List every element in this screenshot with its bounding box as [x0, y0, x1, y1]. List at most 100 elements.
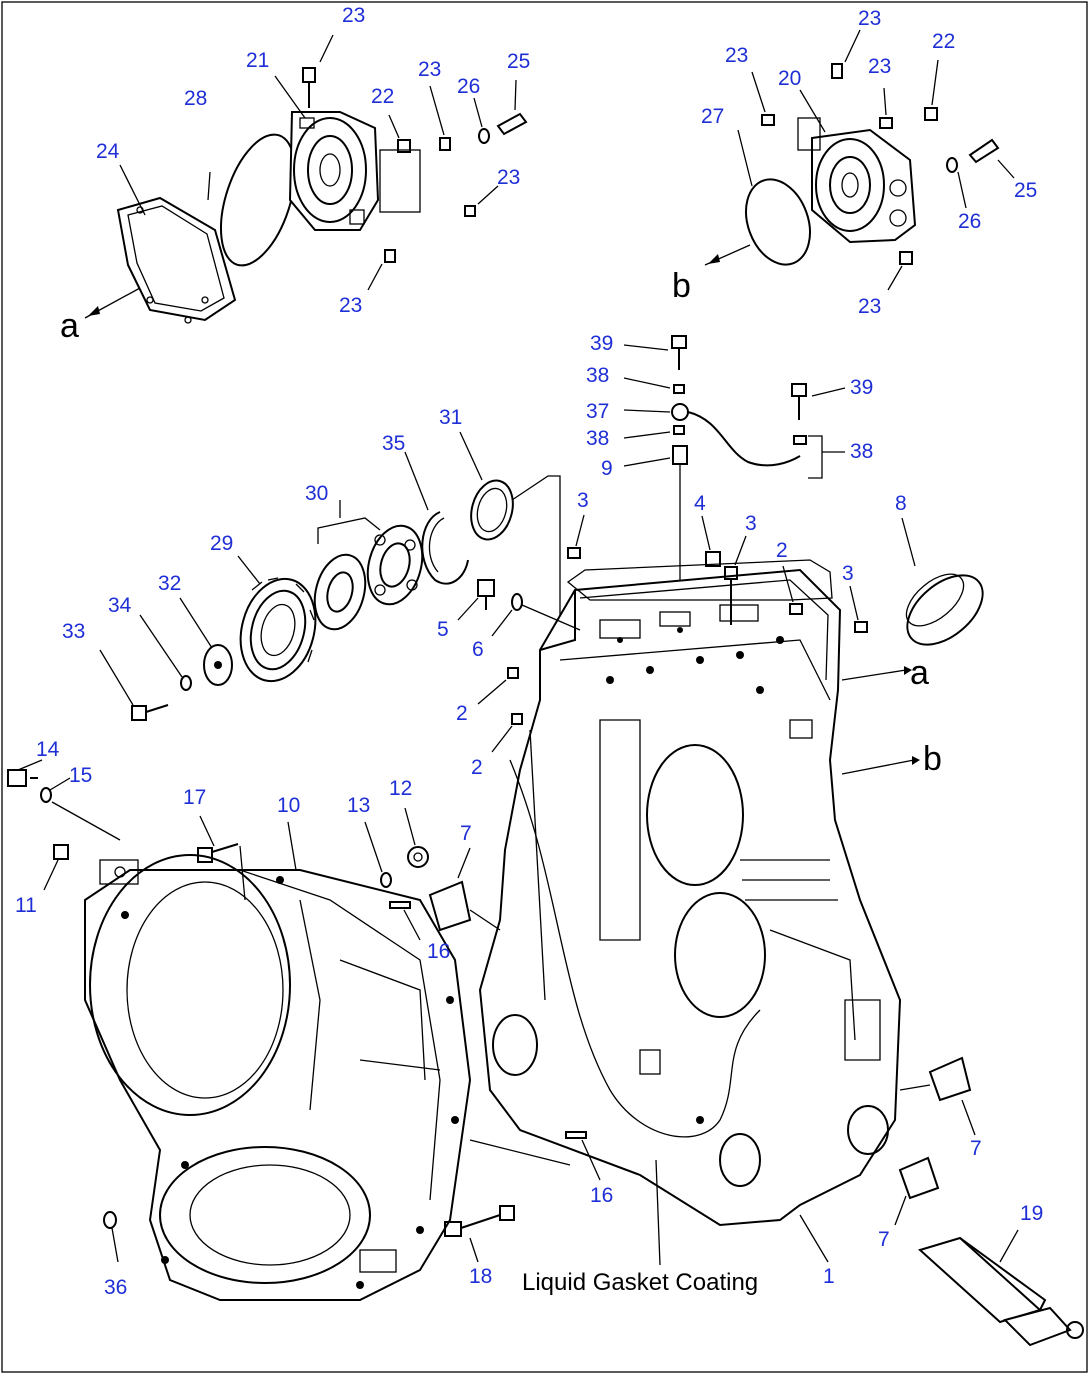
pin-16-lower	[469, 1131, 601, 1181]
bolt-25	[496, 79, 528, 136]
cover-21	[288, 111, 380, 231]
bolt-22-r	[924, 59, 939, 121]
label-8: 8	[895, 492, 907, 515]
washer-6	[491, 593, 523, 637]
washer-26-r	[946, 157, 967, 209]
bolt-3-left	[567, 514, 585, 559]
ref-arrow-b-case	[841, 756, 920, 775]
transmission-case-1	[478, 568, 902, 1227]
plug-12	[404, 807, 429, 868]
leader-10	[287, 821, 297, 871]
label-1: 1	[823, 1265, 835, 1288]
leader-21	[274, 75, 306, 119]
label-23b: 23	[418, 58, 441, 81]
label-29: 29	[210, 532, 233, 555]
ref-b-case: b	[923, 740, 942, 778]
ref-arrow-a-case	[841, 666, 912, 681]
label-28: 28	[184, 87, 207, 110]
washer-38a	[673, 384, 685, 394]
bolt-22	[388, 114, 411, 153]
label-27: 27	[701, 105, 724, 128]
label-20: 20	[778, 67, 801, 90]
label-11: 11	[15, 894, 37, 917]
leader-caption	[655, 1159, 661, 1266]
label-24: 24	[96, 140, 120, 163]
label-16a: 16	[427, 940, 450, 963]
leader-20	[799, 89, 826, 133]
seal-7-right-a	[899, 1056, 976, 1136]
gasket-24	[116, 196, 237, 324]
label-2a: 2	[776, 539, 788, 562]
plug-13	[364, 821, 392, 888]
ref-arrow-b-top	[704, 244, 751, 266]
o-ring-27	[745, 178, 811, 266]
bracket-38c	[808, 435, 823, 479]
bolt-23-lower	[464, 185, 499, 217]
gear-29	[237, 555, 317, 683]
plate-20	[797, 117, 821, 151]
tool-19	[918, 1229, 1084, 1347]
label-35: 35	[382, 432, 405, 455]
bolt-23-r2	[751, 71, 775, 126]
label-23a: 23	[342, 4, 365, 27]
bolt-23-mid	[429, 85, 451, 151]
bolt-23-r3	[879, 87, 893, 129]
liquid-gasket-caption: Liquid Gasket Coating	[522, 1269, 758, 1296]
label-26a: 26	[457, 75, 480, 98]
bolt-25-r	[968, 138, 1015, 179]
label-10: 10	[277, 794, 300, 817]
label-22b: 22	[932, 30, 955, 53]
bolt-3-right	[849, 585, 868, 633]
label-23f: 23	[725, 44, 748, 67]
leader-1	[799, 1214, 829, 1263]
label-2c: 2	[471, 756, 483, 779]
washer-32	[179, 597, 233, 686]
label-7b: 7	[970, 1137, 982, 1160]
label-23c: 23	[497, 166, 520, 189]
seal-7-left	[428, 847, 501, 932]
label-17: 17	[183, 786, 206, 809]
bolt-18	[444, 1205, 515, 1263]
pin-16-upper	[389, 901, 421, 941]
plug-4	[701, 515, 721, 567]
label-3a: 3	[577, 489, 589, 512]
label-7c: 7	[878, 1228, 890, 1251]
label-2b: 2	[456, 702, 468, 725]
plate-22	[379, 149, 421, 213]
bolt-39-left	[671, 335, 687, 370]
label-14: 14	[36, 738, 60, 761]
label-25a: 25	[507, 50, 530, 73]
label-21: 21	[246, 49, 269, 72]
ref-a-case: a	[910, 654, 929, 692]
leader-39b	[811, 387, 846, 397]
bolt-3-mid	[724, 535, 747, 625]
part-number-labels: 23 21 22 23 26 25 28 24 23 23 23 23 20 2…	[15, 4, 1043, 1299]
label-16b: 16	[590, 1184, 613, 1207]
label-30: 30	[305, 482, 328, 505]
washer-38c	[793, 435, 807, 445]
bolt-23-bottom	[367, 249, 396, 291]
washer-38b	[673, 425, 685, 435]
leader-37	[623, 409, 671, 413]
reference-letters: a b a b	[60, 267, 942, 778]
label-23e: 23	[858, 7, 881, 30]
label-38b: 38	[586, 427, 609, 450]
label-32: 32	[158, 572, 181, 595]
breather-5	[457, 579, 495, 621]
bolt-39-right	[791, 383, 807, 420]
leader-28	[207, 171, 211, 201]
dowel-2a	[477, 667, 519, 705]
label-31: 31	[439, 406, 462, 429]
fitting-9	[672, 445, 688, 465]
bolt-23-top	[302, 34, 334, 108]
label-3b: 3	[745, 512, 757, 535]
label-23d: 23	[339, 294, 362, 317]
ring-31	[459, 431, 514, 541]
bolt-23-r4	[887, 251, 913, 291]
bearing-cup-8	[901, 517, 984, 646]
label-36: 36	[104, 1276, 127, 1299]
leader-6-case	[521, 604, 581, 631]
label-12: 12	[389, 777, 412, 800]
label-13: 13	[347, 794, 370, 817]
label-25b: 25	[1014, 179, 1037, 202]
